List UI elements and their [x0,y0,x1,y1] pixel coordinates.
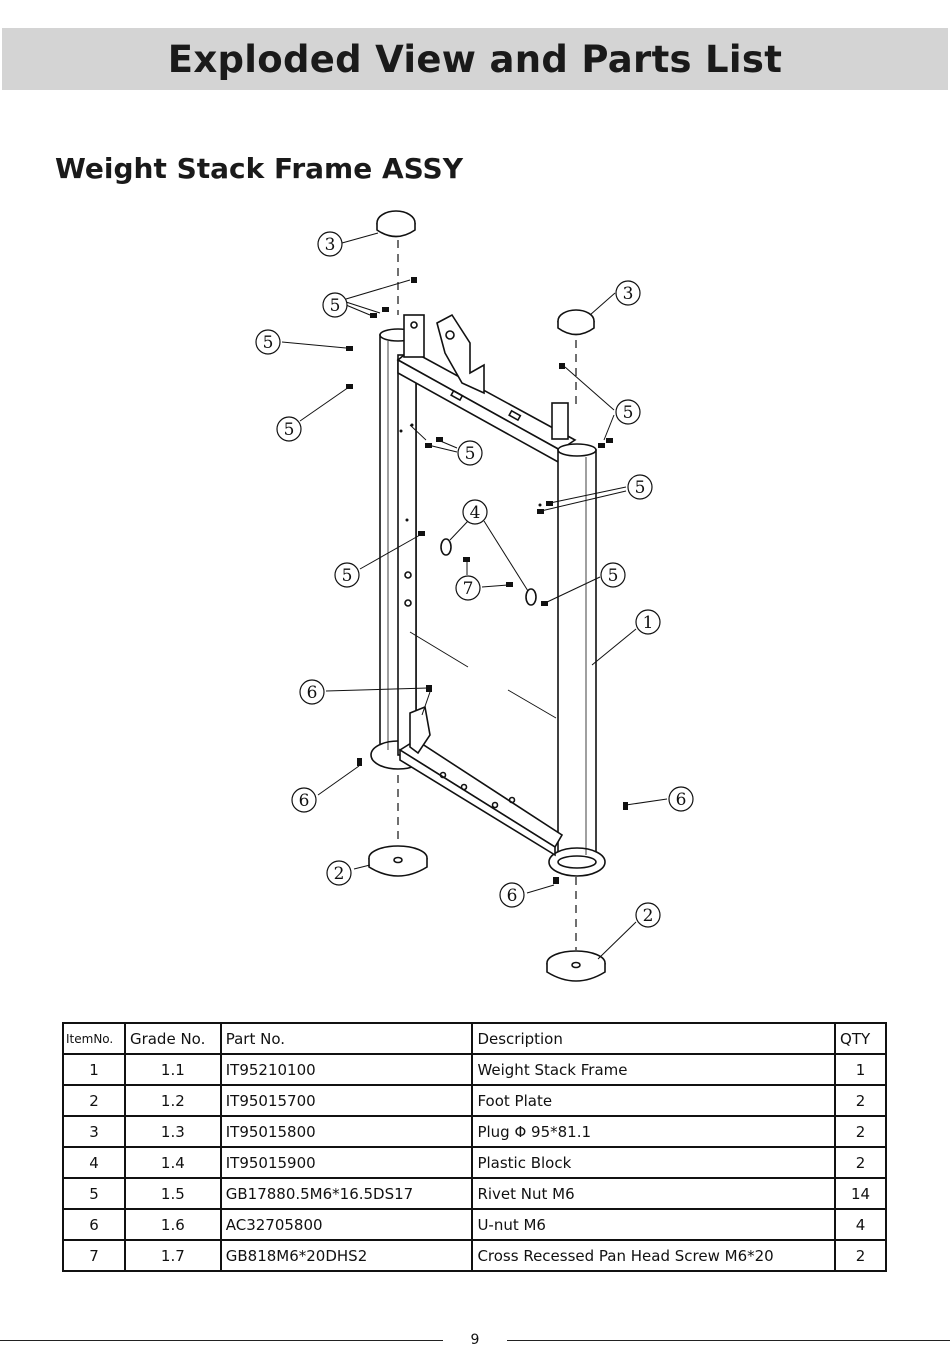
title-bar: Exploded View and Parts List [2,28,948,90]
part-no: IT95015900 [219,1146,474,1179]
callout-5-b: 5 [263,333,274,353]
header-qty: QTY [834,1022,887,1055]
item-no: 6 [62,1208,126,1241]
callout-4: 4 [470,503,481,523]
grade-no: 1.5 [123,1177,222,1210]
grade-no: 1.3 [123,1115,222,1148]
callout-6-a: 6 [307,683,318,703]
part-no: IT95210100 [219,1053,474,1086]
qty: 2 [834,1239,887,1272]
callout-5-c: 5 [284,420,295,440]
callout-5-h: 5 [608,566,619,586]
header-description: Description [471,1022,837,1055]
inner-upright [397,354,417,756]
callout-1: 1 [643,613,654,633]
bottom-crossbeam [398,739,564,857]
footer-rule-left [0,1340,443,1341]
description: Cross Recessed Pan Head Screw M6*20 [471,1239,837,1272]
callout-2-left: 2 [334,864,345,884]
item-no: 3 [62,1115,126,1148]
qty: 4 [834,1208,887,1241]
top-crossbeam [396,349,577,465]
header-item-no: ItemNo. [62,1022,126,1055]
callout-5-d: 5 [623,403,634,423]
part-no: IT95015700 [219,1084,474,1117]
item-no: 7 [62,1239,126,1272]
description: Rivet Nut M6 [471,1177,837,1210]
top-bracket [436,313,485,395]
frame-assembly-svg: 3 3 5 5 5 5 5 5 4 5 7 5 1 6 6 6 2 6 2 [255,210,694,982]
grade-no: 1.6 [123,1208,222,1241]
description: Plug Φ 95*81.1 [471,1115,837,1148]
grade-no: 1.7 [123,1239,222,1272]
table-row: 6 1.6 AC32705800 U-nut M6 4 [62,1208,887,1241]
part-no: IT95015800 [219,1115,474,1148]
qty: 2 [834,1084,887,1117]
upper-stub [403,314,425,358]
table-row: 3 1.3 IT95015800 Plug Φ 95*81.1 2 [62,1115,887,1148]
section-title: Weight Stack Frame ASSY [55,152,463,185]
callout-6-c: 6 [676,790,687,810]
item-no: 5 [62,1177,126,1210]
callout-7: 7 [463,579,474,599]
table-row: 7 1.7 GB818M6*20DHS2 Cross Recessed Pan … [62,1239,887,1272]
description: Plastic Block [471,1146,837,1179]
foot-plate-left [368,845,428,877]
qty: 2 [834,1146,887,1179]
footer-rule-right [507,1340,950,1341]
callout-5-g: 5 [342,566,353,586]
plug-right [557,309,595,336]
callout-2-right: 2 [643,906,654,926]
callout-5-a: 5 [330,296,341,316]
table-header-row: ItemNo. Grade No. Part No. Description Q… [62,1022,887,1055]
table-row: 2 1.2 IT95015700 Foot Plate 2 [62,1084,887,1117]
callout-6-d: 6 [507,886,518,906]
page-title: Exploded View and Parts List [167,37,783,81]
part-no: GB17880.5M6*16.5DS17 [219,1177,474,1210]
description: Foot Plate [471,1084,837,1117]
table-row: 5 1.5 GB17880.5M6*16.5DS17 Rivet Nut M6 … [62,1177,887,1210]
page-number: 9 [470,1332,480,1348]
description: U-nut M6 [471,1208,837,1241]
grade-no: 1.1 [123,1053,222,1086]
qty: 1 [834,1053,887,1086]
right-tube [548,443,606,877]
callout-3-right: 3 [623,284,634,304]
header-grade-no: Grade No. [123,1022,222,1055]
grade-no: 1.2 [123,1084,222,1117]
header-part-no: Part No. [219,1022,474,1055]
plug-left [376,210,416,238]
item-no: 1 [62,1053,126,1086]
qty: 2 [834,1115,887,1148]
item-no: 2 [62,1084,126,1117]
part-no: GB818M6*20DHS2 [219,1239,474,1272]
foot-plate-right [546,950,606,982]
table-row: 1 1.1 IT95210100 Weight Stack Frame 1 [62,1053,887,1086]
grade-no: 1.4 [123,1146,222,1179]
callout-3-left: 3 [325,235,336,255]
qty: 14 [834,1177,887,1210]
table-row: 4 1.4 IT95015900 Plastic Block 2 [62,1146,887,1179]
callout-5-f: 5 [635,478,646,498]
exploded-view-drawing: 3 3 5 5 5 5 5 5 4 5 7 5 1 6 6 6 2 6 2 [0,195,950,999]
description: Weight Stack Frame [471,1053,837,1086]
part-no: AC32705800 [219,1208,474,1241]
callout-5-e: 5 [465,444,476,464]
item-no: 4 [62,1146,126,1179]
callout-6-b: 6 [299,791,310,811]
parts-list-table: ItemNo. Grade No. Part No. Description Q… [62,1022,887,1272]
